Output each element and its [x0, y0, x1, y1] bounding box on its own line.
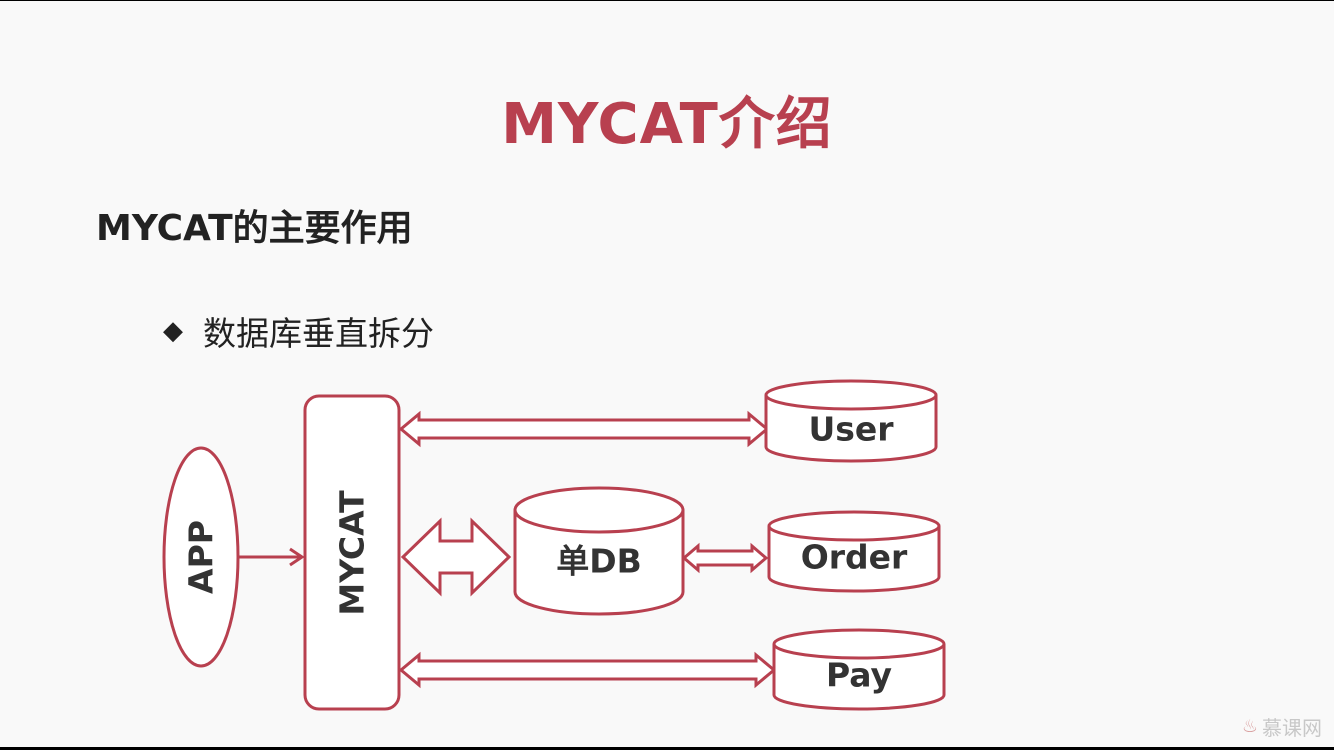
- order-label: Order: [801, 538, 908, 577]
- mycat-node: [303, 394, 401, 711]
- flame-icon: ♨: [1241, 716, 1258, 737]
- watermark: ♨ 慕课网: [1242, 712, 1322, 741]
- user-db-node: [764, 379, 938, 463]
- pay-db-node: [772, 628, 946, 711]
- slide-title: MYCAT介绍: [501, 92, 833, 157]
- mycat-db-arrow: [400, 517, 512, 597]
- diamond-bullet-icon: ◆: [163, 316, 183, 346]
- order-db-node: [767, 510, 941, 593]
- single-db-node: [513, 486, 685, 616]
- single-db-label: 单DB: [556, 542, 642, 581]
- mycat-label: MYCAT: [333, 490, 372, 616]
- bullet-text: 数据库垂直拆分: [203, 314, 434, 353]
- user-label: User: [808, 410, 894, 449]
- mycat-pay-arrow: [398, 651, 777, 689]
- app-to-mycat-arrow: [238, 547, 305, 567]
- slide-subtitle: MYCAT的主要作用: [96, 208, 413, 249]
- db-order-arrow: [681, 542, 769, 574]
- bullet-item: ◆ 数据库垂直拆分: [163, 307, 434, 355]
- mycat-user-arrow: [398, 410, 770, 448]
- app-label: APP: [182, 520, 221, 594]
- pay-label: Pay: [826, 656, 892, 695]
- watermark-text: 慕课网: [1262, 716, 1322, 740]
